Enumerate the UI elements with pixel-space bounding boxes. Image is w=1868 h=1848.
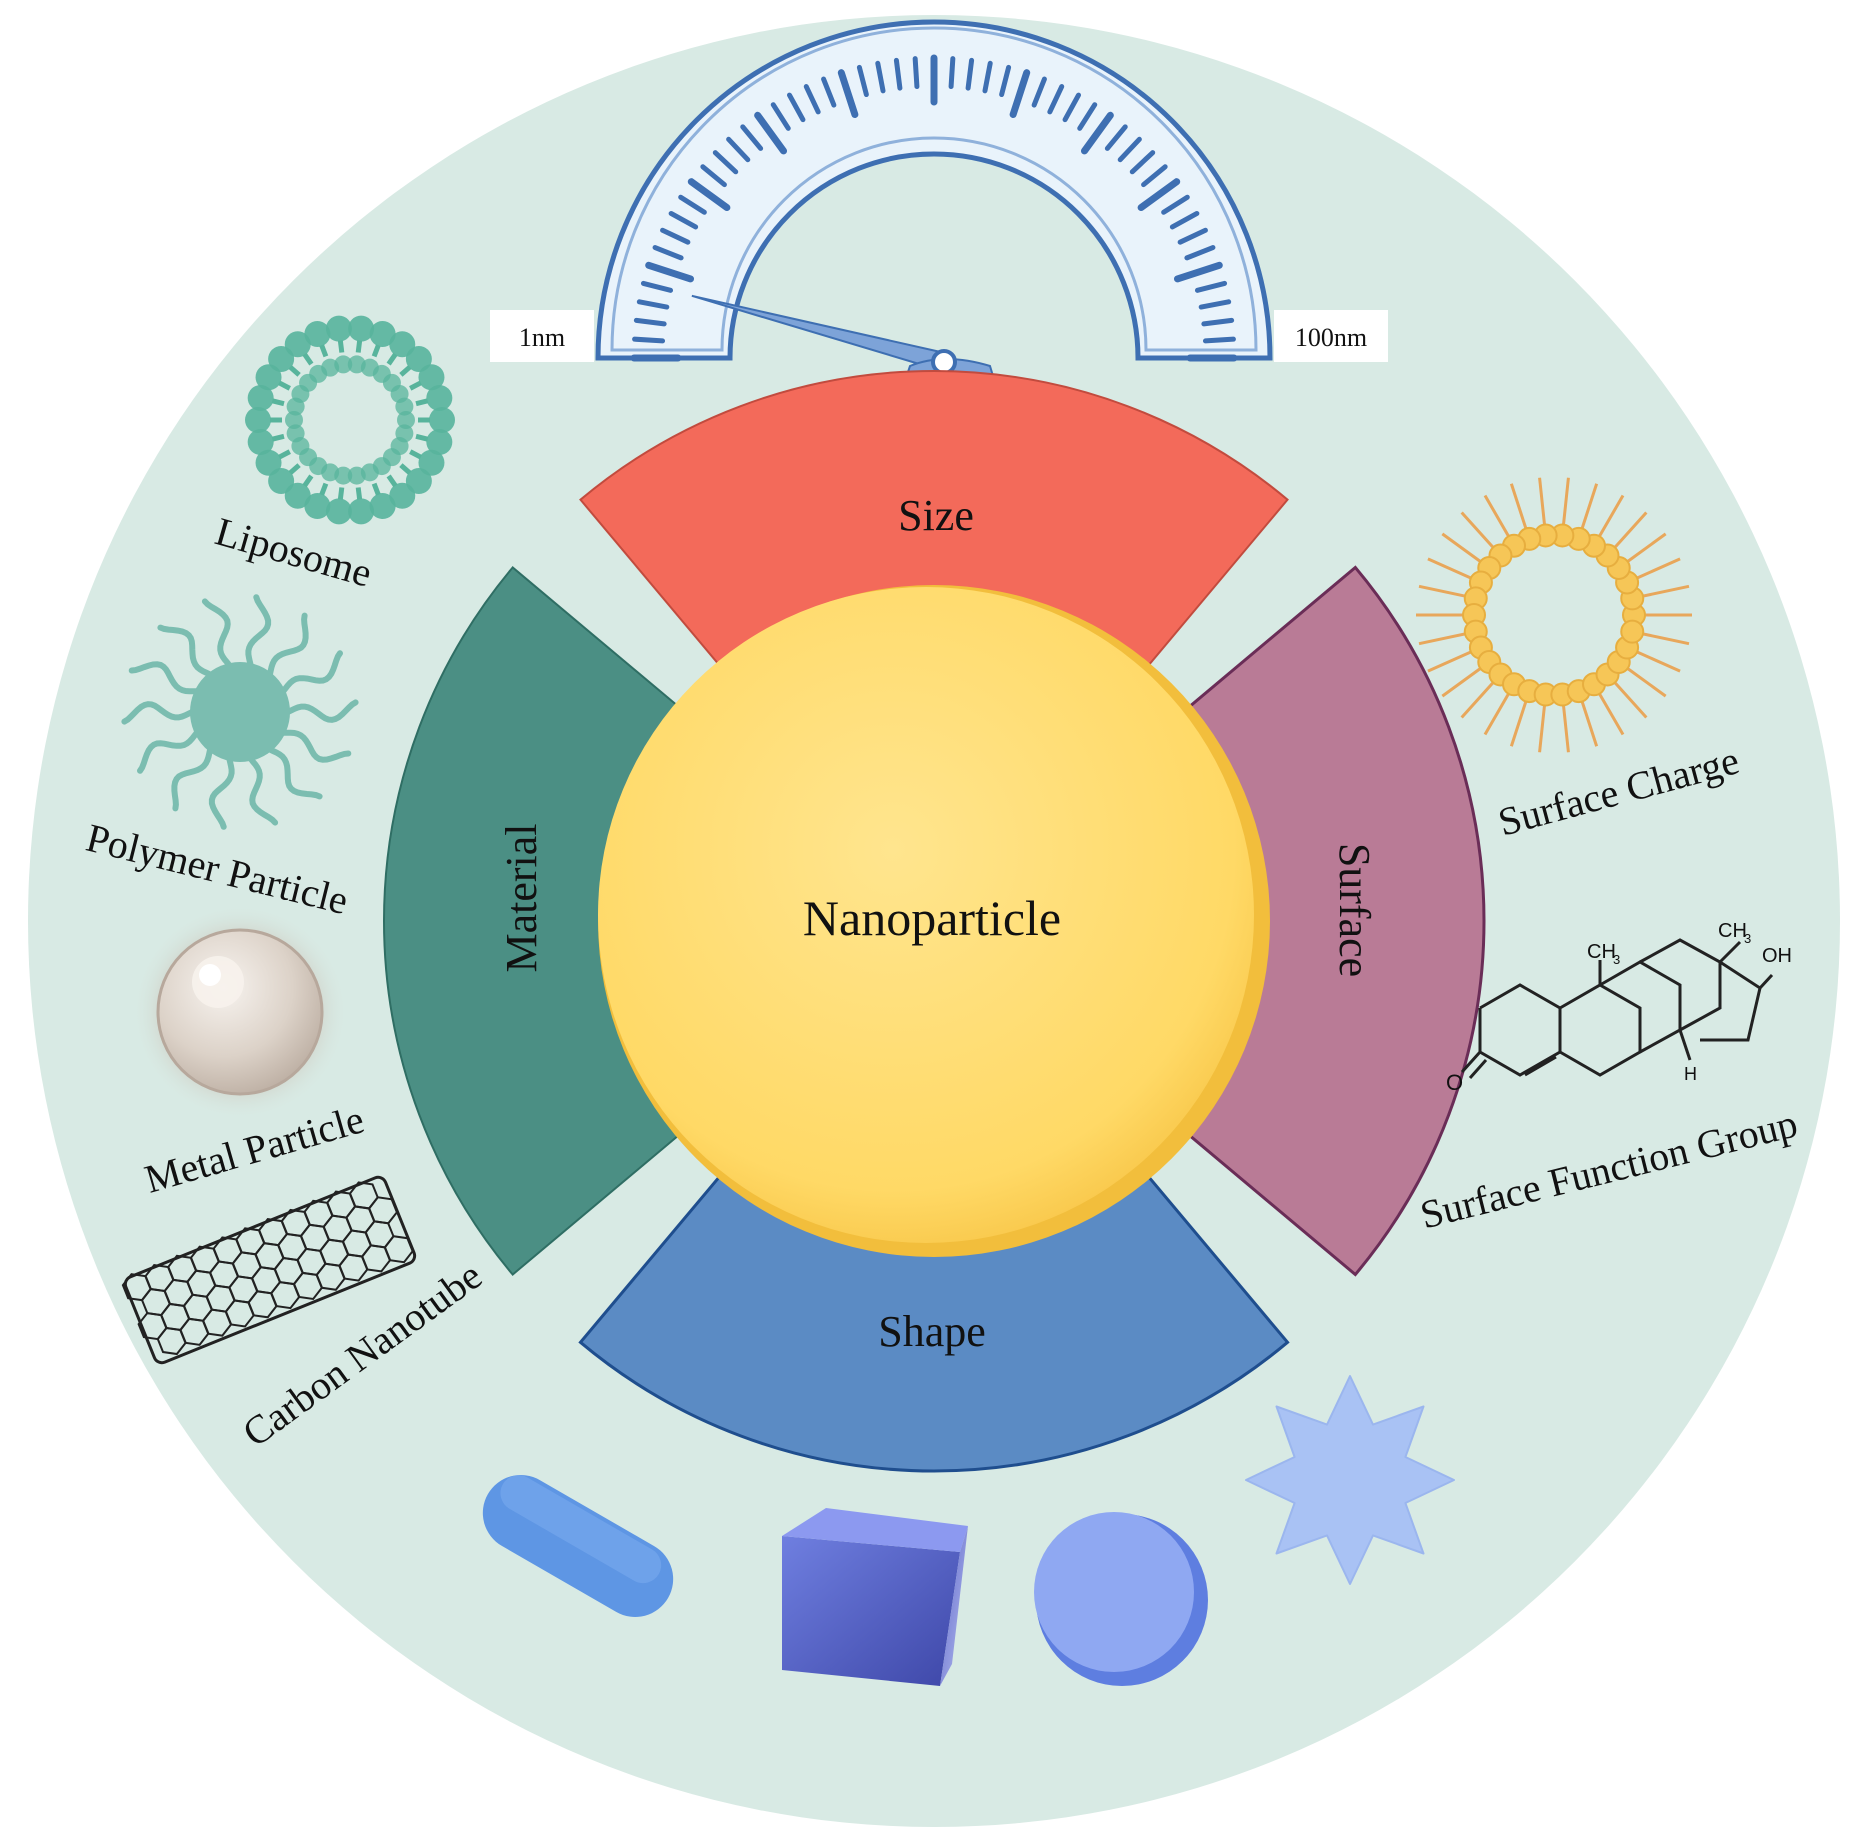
gauge-tick xyxy=(1047,84,1065,115)
gauge-tick xyxy=(856,64,869,98)
molecule-label-oh: OH xyxy=(1762,945,1792,967)
shape-sphere-icon xyxy=(1034,1512,1208,1686)
gauge-tick xyxy=(645,261,695,283)
gauge-tick xyxy=(893,57,903,91)
shape-rod-icon xyxy=(482,1475,674,1617)
polymer-particle-icon xyxy=(121,594,359,830)
segment-size-label: Size xyxy=(898,491,974,540)
gauge-tick xyxy=(1173,261,1223,283)
liposome-icon xyxy=(245,315,455,525)
shape-cube-icon xyxy=(782,1508,968,1686)
gauge-tick xyxy=(786,92,806,123)
gauge-tick xyxy=(740,124,764,151)
molecule-label-h: H xyxy=(1684,1064,1697,1084)
gauge-tick xyxy=(1184,245,1216,261)
gauge-tick xyxy=(1161,194,1190,215)
gauge-tick xyxy=(640,280,674,293)
gauge-max-label: 100nm xyxy=(1295,323,1367,352)
gauge-tick xyxy=(1201,317,1235,327)
gauge-tick xyxy=(1077,102,1098,131)
gauge-tick xyxy=(1202,336,1236,344)
gauge-tick xyxy=(1062,92,1082,123)
gauge-tick xyxy=(965,57,975,91)
gauge-tick xyxy=(1198,299,1232,310)
gauge-body xyxy=(595,19,1273,361)
molecule-label-o: O xyxy=(1446,1070,1463,1095)
gauge-tick xyxy=(668,210,699,230)
metal-particle-icon xyxy=(132,904,348,1120)
molecule-label-ch3-b: CH xyxy=(1718,920,1747,942)
gauge-min-label: 1nm xyxy=(519,323,565,352)
surface-charge-icon xyxy=(1416,477,1692,753)
gauge-tick xyxy=(837,69,859,119)
carbon-nanotube-icon xyxy=(121,1175,417,1365)
segment-material-label: Material xyxy=(497,823,546,972)
gauge-tick xyxy=(1169,210,1200,230)
gauge-tick xyxy=(636,299,670,310)
center-label: Nanoparticle xyxy=(803,890,1061,946)
gauge-tick xyxy=(632,336,666,344)
gauge-tick xyxy=(633,317,667,327)
gauge-tick xyxy=(1031,76,1047,108)
gauge-tick xyxy=(687,178,731,212)
segment-shape-label: Shape xyxy=(878,1307,986,1356)
surface-function-group-molecule-icon xyxy=(1460,938,1774,1079)
gauge-tick xyxy=(821,76,837,108)
gauge-tick xyxy=(982,60,993,94)
gauge-tick xyxy=(1141,164,1168,188)
gauge-tick xyxy=(1129,150,1156,175)
center-disc xyxy=(598,587,1254,1243)
gauge-tick xyxy=(1009,69,1031,119)
gauge-tick xyxy=(912,56,920,90)
gauge-tick xyxy=(1137,178,1181,212)
gauge-tick xyxy=(1177,227,1208,245)
gauge-tick xyxy=(700,164,727,188)
shape-star-icon xyxy=(1245,1375,1455,1585)
segment-surface-label: Surface xyxy=(1330,843,1379,977)
gauge-ticks xyxy=(630,54,1238,362)
molecule-label-sub-a: 3 xyxy=(1613,952,1620,967)
molecule-label-ch3-a: CH xyxy=(1587,941,1616,963)
gauge-tick xyxy=(652,245,684,261)
gauge-max-label-box xyxy=(1274,310,1388,362)
gauge-tick xyxy=(770,102,791,131)
gauge-tick xyxy=(875,60,886,94)
gauge-tick xyxy=(803,84,821,115)
gauge-tick xyxy=(1104,124,1128,151)
molecule-label-sub-b: 3 xyxy=(1744,931,1751,946)
gauge-tick xyxy=(1194,280,1228,293)
gauge-tick xyxy=(712,150,739,175)
gauge-tick xyxy=(726,136,751,163)
gauge-tick xyxy=(948,56,956,90)
gauge-tick xyxy=(1080,111,1114,155)
gauge-tick xyxy=(754,111,788,155)
gauge-tick xyxy=(999,64,1012,98)
gauge-min-label-box xyxy=(490,310,594,362)
gauge-tick xyxy=(1117,136,1142,163)
molecule-labels: CH 3 CH 3 OH O H xyxy=(1446,920,1792,1095)
gauge-inner-border xyxy=(610,26,1258,352)
gauge-tick xyxy=(678,194,707,215)
gauge-tick xyxy=(660,227,691,245)
